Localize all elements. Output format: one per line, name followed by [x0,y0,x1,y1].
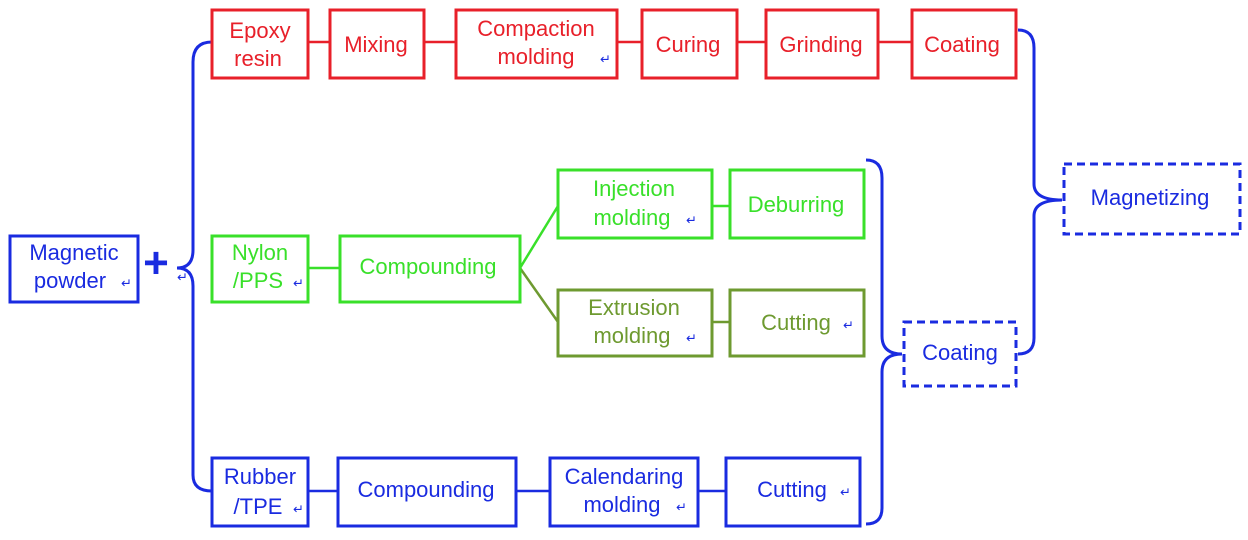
node-mixing: Mixing [328,8,426,80]
node-grinding-label: Grinding [779,32,862,57]
return-mark: ↵ [293,503,304,518]
node-compaction-label-2: molding [497,44,574,69]
node-magnetizing: Magnetizing [1062,162,1242,236]
node-mixing-label: Mixing [344,32,408,57]
node-coating-epoxy: Coating [910,8,1018,80]
node-magnetic-powder-label-2: powder [34,268,106,293]
node-cutting-rubber: Cutting ↵ [724,456,862,528]
return-mark: ↵ [686,214,697,229]
node-coating-final-label: Coating [922,340,998,365]
return-mark: ↵ [600,53,611,68]
node-compounding-rubber: Compounding [336,456,518,528]
node-rubber-label-1: Rubber [224,464,296,489]
middle-brace [865,158,903,526]
node-deburring: Deburring [728,168,866,240]
node-magnetic-powder: Magnetic powder ↵ [8,234,140,304]
return-mark: ↵ [840,486,851,501]
node-coating-epoxy-label: Coating [924,32,1000,57]
right-brace [1017,28,1063,356]
left-brace [176,40,213,493]
braces [176,28,1063,526]
node-epoxy-resin-label-1: Epoxy [229,18,290,43]
node-compaction-molding: Compaction molding ↵ [454,8,619,80]
node-extrusion-label-1: Extrusion [588,295,680,320]
nylon-route-connectors [308,204,730,324]
node-magnetizing-label: Magnetizing [1091,185,1210,210]
node-curing-label: Curing [656,32,721,57]
node-nylon-label-2: /PPS [233,268,283,293]
connector-compounding-injection [518,205,560,269]
node-extrusion-label-2: molding [593,323,670,348]
node-curing: Curing [640,8,739,80]
node-magnetic-powder-label-1: Magnetic [29,240,118,265]
node-compounding-nylon: Compounding [338,234,522,304]
node-cutting-nylon: Cutting ↵ [728,288,866,358]
node-injection-label-2: molding [593,205,670,230]
return-mark: ↵ [686,332,697,347]
node-calendaring-label-1: Calendaring [565,464,684,489]
node-compounding-nylon-label: Compounding [360,254,497,279]
node-coating-final: Coating [902,320,1018,388]
return-mark: ↵ [121,277,132,292]
node-injection-molding: Injection molding ↵ [556,168,714,240]
return-mark: ↵ [676,501,687,516]
node-cutting-nylon-label: Cutting [761,310,831,335]
node-cutting-rubber-label: Cutting [757,477,827,502]
node-compaction-label-1: Compaction [477,16,594,41]
node-injection-label-1: Injection [593,176,675,201]
node-epoxy-resin: Epoxy resin [210,8,310,80]
node-grinding: Grinding [764,8,880,80]
connector-compounding-extrusion [518,267,560,323]
node-compounding-rubber-label: Compounding [358,477,495,502]
return-mark: ↵ [843,319,854,334]
node-epoxy-resin-label-2: resin [234,46,282,71]
node-rubber-label-2: /TPE [234,494,283,519]
node-deburring-label: Deburring [748,192,845,217]
node-extrusion-molding: Extrusion molding ↵ [556,288,714,358]
node-nylon-pps: Nylon /PPS ↵ [210,234,310,304]
return-mark: ↵ [293,277,304,292]
plus-sign: + [143,239,169,288]
return-mark: ↵ [177,271,188,286]
node-calendaring-label-2: molding [583,492,660,517]
node-nylon-label-1: Nylon [232,240,288,265]
node-calendaring-molding: Calendaring molding ↵ [548,456,700,528]
node-rubber-tpe: Rubber /TPE ↵ [210,456,310,528]
